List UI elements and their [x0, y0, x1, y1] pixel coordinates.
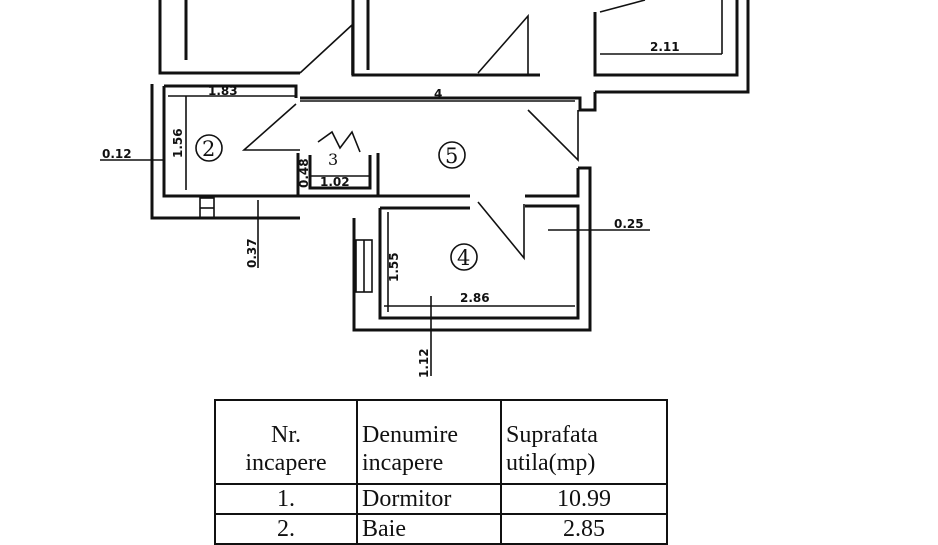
cell-area: 10.99: [500, 483, 668, 515]
dim-label-2-11: 2.11: [650, 40, 680, 54]
wall-bathroom: [150, 84, 300, 220]
cell-room-number: 2.: [214, 513, 358, 545]
table-row: 2. Baie 2.85: [214, 513, 668, 545]
header-area-line2: utila(mp): [506, 450, 596, 476]
header-room-number: Nr. incapere: [214, 399, 358, 485]
wall-room4-outer: [352, 166, 592, 332]
door-swing-4: [241, 103, 300, 151]
door-swing-2: [477, 13, 529, 75]
header-area-line1: Suprafata: [506, 422, 598, 448]
header-room-number-line2: incapere: [245, 450, 327, 476]
rooms-table: Nr. incapere Denumire incapere Suprafata…: [214, 399, 668, 545]
room-circle-4: [450, 243, 478, 271]
header-room-name-line1: Denumire: [362, 422, 458, 448]
room-number-2: 2: [202, 137, 215, 161]
header-room-number-line1: Nr.: [271, 422, 301, 448]
wall-hall-top: [300, 92, 597, 112]
wall-closet-inner: [308, 155, 372, 190]
dim-label-2-86: 2.86: [460, 291, 490, 305]
door-swing-5: [527, 109, 579, 162]
dim-label-4: 4: [434, 87, 442, 101]
header-area: Suprafata utila(mp): [500, 399, 668, 485]
dim-label-1-56: 1.56: [171, 128, 185, 158]
wall-bathroom-inner: [162, 86, 300, 198]
dim-label-1-02: 1.02: [320, 175, 350, 189]
cell-room-number: 1.: [214, 483, 358, 515]
cell-room-name: Baie: [356, 513, 502, 545]
table-header-row: Nr. incapere Denumire incapere Suprafata…: [214, 399, 668, 485]
dim-label-0-25: 0.25: [614, 217, 644, 231]
dim-label-1-55: 1.55: [387, 252, 401, 282]
room-circle-5: [438, 141, 466, 169]
table-row: 1. Dormitor 10.99: [214, 483, 668, 515]
door-swing-3: [599, 0, 646, 13]
header-room-name-line2: incapere: [362, 450, 444, 476]
door-swing-7: [317, 130, 361, 153]
door-swing-6: [477, 201, 525, 261]
wall-top-center: [351, 0, 540, 77]
wall-closet: [296, 153, 380, 198]
room-number-3: 3: [328, 150, 338, 169]
room-circle-2: [195, 134, 223, 162]
wall-top-right-inner: [593, 0, 739, 77]
door-swing-1: [299, 23, 353, 75]
wall-top-left-room: [158, 0, 300, 75]
dim-label-0-37: 0.37: [245, 238, 259, 268]
header-room-name: Denumire incapere: [356, 399, 502, 485]
wall-hall-right: [525, 168, 580, 198]
wall-room4-inner: [378, 204, 580, 320]
wall-top-right-outer: [595, 0, 750, 94]
room-number-4: 4: [457, 246, 470, 270]
floor-plan: 2 3 5 4 2.11 1.83 4 0.12 1.56 0.48 1.02 …: [100, 0, 750, 378]
room-number-5: 5: [445, 144, 458, 168]
dim-label-0-48: 0.48: [297, 158, 311, 188]
cell-area: 2.85: [500, 513, 668, 545]
dim-label-1-12: 1.12: [417, 348, 431, 378]
wall-bathroom-top: [164, 84, 298, 98]
dim-label-0-12: 0.12: [102, 147, 132, 161]
cell-room-name: Dormitor: [356, 483, 502, 515]
dim-label-1-83: 1.83: [208, 84, 238, 98]
